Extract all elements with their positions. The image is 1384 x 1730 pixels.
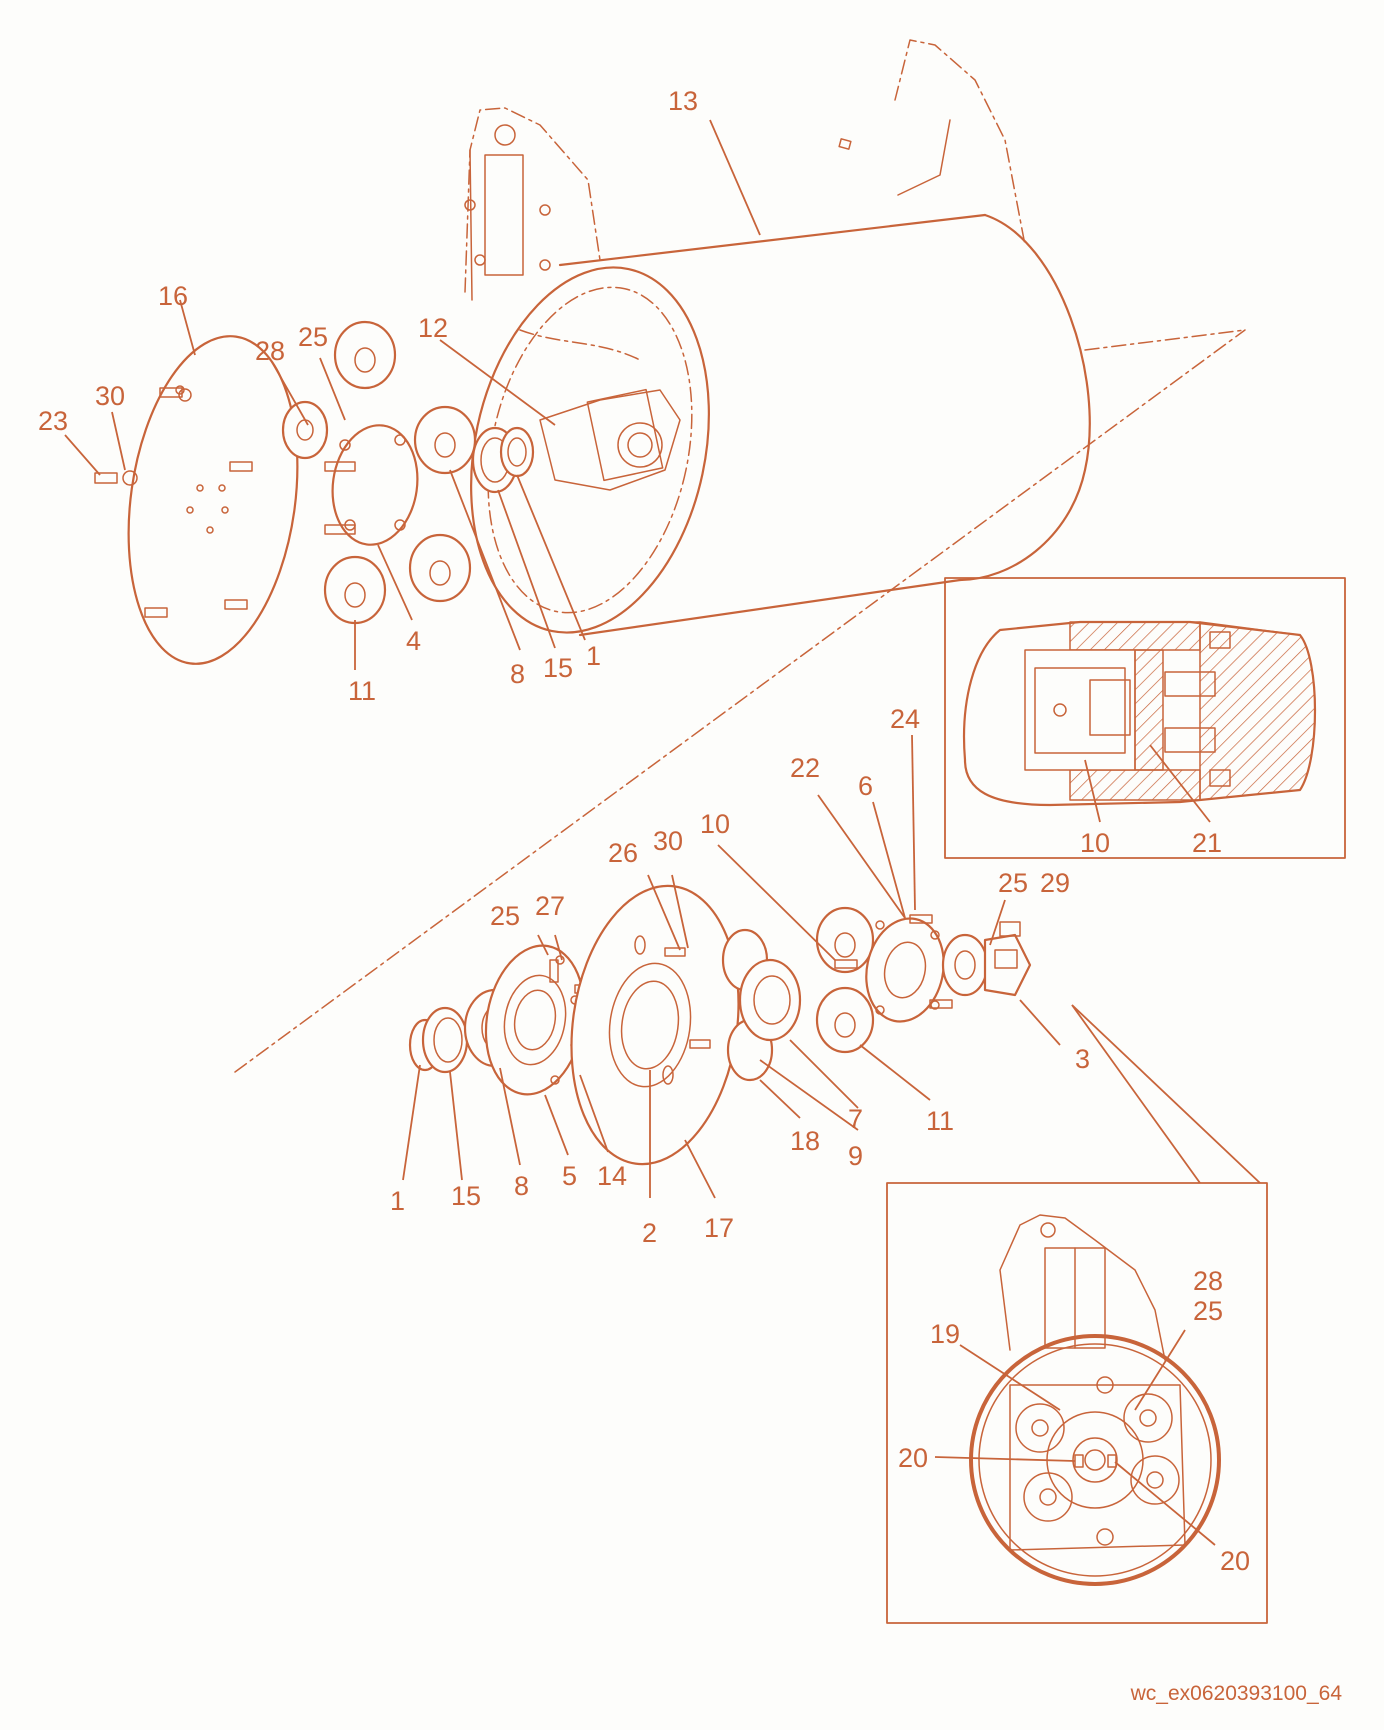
callout-15: 15: [543, 653, 573, 683]
callout-labels: 13 16 28 25 12 30 23 11 4 8 15 1 26 30 1…: [38, 86, 1250, 1576]
callout-24: 24: [890, 704, 920, 734]
center-axis-line: [234, 329, 1246, 1073]
callout-16: 16: [158, 281, 188, 311]
callout-30: 30: [653, 826, 683, 856]
callout-11: 11: [348, 676, 376, 706]
drum-shell: [470, 213, 1091, 637]
callout-20: 20: [898, 1443, 928, 1473]
callout-25: 25: [1193, 1296, 1223, 1326]
callout-7: 7: [848, 1104, 863, 1134]
callout-17: 17: [704, 1213, 734, 1243]
callout-21: 21: [1192, 828, 1222, 858]
callout-15: 15: [451, 1181, 481, 1211]
callout-30: 30: [95, 381, 125, 411]
callout-22: 22: [790, 753, 820, 783]
inset-end-view: [886, 1182, 1268, 1624]
callout-26: 26: [608, 838, 638, 868]
callout-8: 8: [514, 1171, 529, 1201]
upper-rollers: [323, 320, 477, 625]
callout-5: 5: [562, 1161, 577, 1191]
axis-extension: [1084, 329, 1246, 351]
callout-25: 25: [490, 901, 520, 931]
callout-12: 12: [418, 313, 448, 343]
callout-20: 20: [1220, 1546, 1250, 1576]
callout-27: 27: [535, 891, 565, 921]
lower-rollers: [721, 906, 875, 1082]
inset-connector-b: [1071, 1004, 1201, 1184]
lower-plate-17: [570, 884, 740, 1166]
callout-28: 28: [1193, 1266, 1223, 1296]
inset-cross-section: [944, 577, 1346, 859]
callout-25: 25: [298, 322, 328, 352]
callout-29: 29: [1040, 868, 1070, 898]
reference-code: wc_ex0620393100_64: [1130, 1682, 1343, 1705]
upper-bolts: [94, 470, 138, 486]
callout-10: 10: [1080, 828, 1110, 858]
callout-18: 18: [790, 1126, 820, 1156]
callout-13: 13: [668, 86, 698, 116]
drum-frame: [464, 39, 1026, 301]
callout-28: 28: [255, 336, 285, 366]
lower-hub-6: [834, 914, 953, 1023]
callout-1: 1: [390, 1186, 405, 1216]
callout-11: 11: [926, 1106, 954, 1136]
callout-6: 6: [858, 771, 873, 801]
inset-connector-a: [1071, 1004, 1261, 1184]
lower-flange-5: [484, 944, 613, 1096]
callout-23: 23: [38, 406, 68, 436]
upper-seals: [471, 426, 535, 494]
callout-2: 2: [642, 1218, 657, 1248]
callout-1: 1: [586, 641, 601, 671]
callout-10: 10: [700, 809, 730, 839]
upper-end-plate: [127, 335, 299, 665]
callout-25: 25: [998, 868, 1028, 898]
callout-4: 4: [406, 626, 421, 656]
lower-seal-15: [421, 1006, 469, 1074]
callout-9: 9: [848, 1141, 863, 1171]
upper-flange-4: [281, 400, 419, 546]
callout-14: 14: [597, 1161, 627, 1191]
callout-8: 8: [510, 659, 525, 689]
lower-coupling-3: [941, 921, 1032, 997]
leader-lines: [64, 119, 1216, 1546]
callout-19: 19: [930, 1319, 960, 1349]
callout-3: 3: [1075, 1044, 1090, 1074]
